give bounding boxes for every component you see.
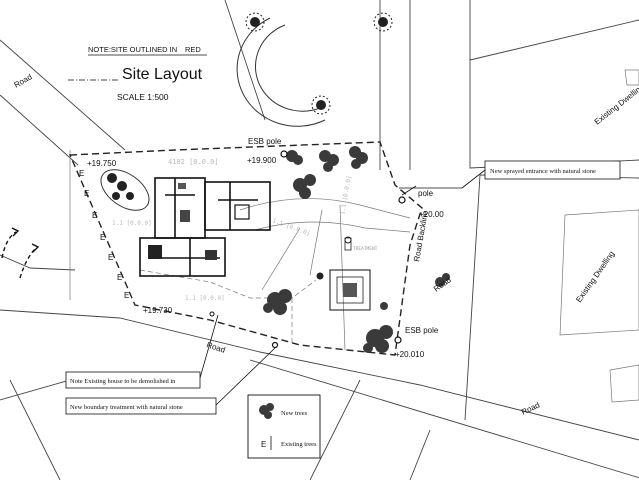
new-tree-icon: [380, 302, 388, 310]
new-tree-icon: [263, 289, 292, 315]
existing-tree-marker: E: [117, 273, 122, 282]
existing-tree-marker: E: [108, 253, 113, 262]
level-label: +19.750: [87, 159, 117, 168]
sun-symbol-icon: [373, 12, 393, 32]
existing-tree-marker: E: [92, 211, 97, 220]
road-label: Road: [13, 72, 34, 89]
level-label: +20.00: [419, 210, 444, 219]
svg-text:1.1 [0.0.0]: 1.1 [0.0.0]: [339, 175, 353, 215]
pole-icon: [394, 336, 402, 344]
new-tree-icon: [319, 150, 339, 172]
internal-boundary: [139, 269, 317, 345]
sun-symbol-icon: [311, 95, 331, 115]
pole-labels: ESB pole ESB pole pole: [248, 137, 439, 335]
callout-entrance-text: New sprayed entrance with natural stone: [490, 168, 596, 175]
svg-text:1.1 [0.0.0]: 1.1 [0.0.0]: [185, 295, 225, 302]
poles: [209, 150, 417, 349]
existing-tree-marker: E: [100, 233, 105, 242]
callout-demolish-text: Note Existing house to be demolished in: [70, 378, 176, 385]
new-tree-icon: [286, 150, 303, 165]
driveway: [239, 198, 411, 351]
page-title: Site Layout: [122, 66, 203, 83]
level-label: +20.010: [395, 350, 425, 359]
title-block: NOTE:SITE OUTLINED IN RED Site Layout SC…: [68, 45, 207, 102]
site-note-color: RED: [185, 45, 201, 54]
legend-existing-trees: Existing trees: [281, 441, 317, 448]
existing-tree-marker: E: [84, 189, 89, 198]
callout-demolish: Note Existing house to be demolished in: [65, 314, 219, 389]
pole-icon: [271, 341, 279, 349]
site-note: NOTE:SITE OUTLINED IN: [88, 45, 177, 54]
esb-pole-label: ESB pole: [405, 326, 439, 335]
new-trees: [263, 146, 450, 353]
level-markers: +19.750 +19.900 +20.00 +19.730 +20.010: [87, 156, 444, 359]
svg-text:TREATMENT: TREATMENT: [353, 246, 378, 252]
new-tree-icon: [363, 325, 393, 353]
access-arrows: [1, 227, 40, 279]
esb-pole-label: ESB pole: [248, 137, 282, 146]
pole-icon: [209, 311, 215, 317]
existing-tree-marker: E: [79, 169, 84, 178]
callout-entrance: New sprayed entrance with natural stone: [399, 160, 621, 189]
new-tree-icon: [293, 174, 316, 199]
garden-bed: [100, 169, 150, 211]
road-label: Road Backline: [412, 209, 430, 262]
existing-house-plan: [139, 177, 271, 277]
road-labels: Road Road Road Road Backline Road: [13, 72, 542, 416]
existing-dwelling-label: Existing Dwelling: [574, 249, 616, 304]
svg-text:1.1 [0.0.0]: 1.1 [0.0.0]: [271, 217, 311, 237]
neighbour-labels: Existing Dwelling Existing Dwelling: [574, 82, 639, 304]
new-tree-icon: [435, 273, 450, 287]
callout-boundary: New boundary treatment with natural ston…: [65, 347, 276, 415]
pole-icon: [398, 196, 406, 204]
pole-label: pole: [418, 189, 434, 198]
existing-tree-marker: E: [124, 291, 129, 300]
new-tree-icon: [259, 403, 274, 419]
callout-boundary-text: New boundary treatment with natural ston…: [70, 404, 183, 411]
existing-tree-markers: E E E E E E E: [79, 169, 129, 300]
sun-symbol-icon: [245, 12, 265, 32]
legend-existing-symbol: E: [261, 440, 266, 449]
legend-new-trees: New trees: [281, 410, 308, 417]
proposed-structure: TREATMENT: [316, 236, 378, 311]
drawing-scale: SCALE 1:500: [117, 92, 169, 102]
svg-text:1.1 [0.0.0]: 1.1 [0.0.0]: [112, 220, 152, 227]
svg-text:4182 [0.0.0]: 4182 [0.0.0]: [168, 158, 219, 166]
pole-icon: [280, 150, 288, 158]
roundabout-feature: [236, 12, 393, 127]
new-tree-icon: [349, 146, 368, 169]
level-label: +19.900: [247, 156, 277, 165]
legend: New trees E Existing trees: [247, 394, 321, 459]
site-boundary: [68, 141, 423, 356]
existing-dwelling-label: Existing Dwelling: [593, 82, 639, 126]
level-label: +19.730: [143, 306, 173, 315]
